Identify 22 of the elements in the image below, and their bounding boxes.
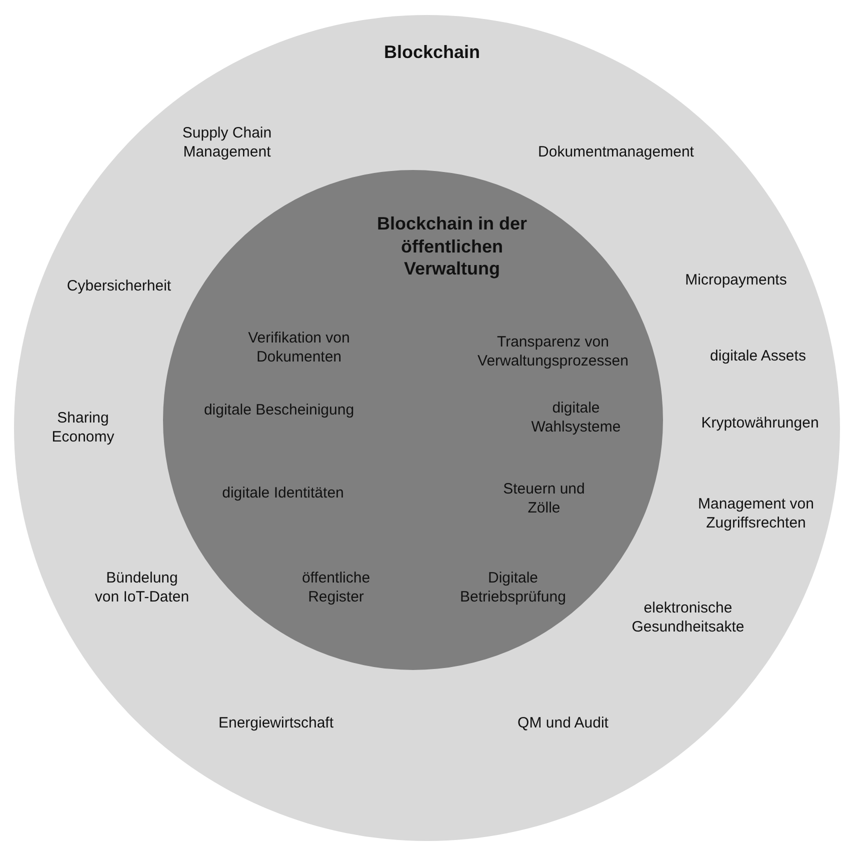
topic-label: Verifikation von Dokumenten	[247, 329, 351, 367]
topic-label: Dokumentmanagement	[538, 144, 694, 162]
topic-label: digitale Assets	[710, 348, 806, 366]
topic-label: Digitale Betriebsprüfung	[459, 569, 567, 607]
topic-label: digitale Bescheinigung	[204, 402, 354, 420]
topic-label: digitale Wahlsysteme	[530, 399, 622, 437]
topic-label: Steuern und Zölle	[502, 480, 586, 518]
topic-label: Kryptowährungen	[701, 414, 819, 434]
circle-title: Blockchain in der öffentlichen Verwaltung	[376, 212, 528, 280]
topic-label: Micropayments	[685, 272, 787, 290]
topic-label: Transparenz von Verwaltungsprozessen	[476, 333, 630, 371]
topic-label: Energiewirtschaft	[218, 714, 334, 734]
topic-label: Sharing Economy	[50, 409, 116, 447]
topic-label: Management von Zugriffsrechten	[697, 495, 815, 533]
circle-title: Blockchain	[384, 40, 480, 64]
topic-label: elektronische Gesundheitsakte	[630, 599, 746, 637]
topic-label: QM und Audit	[518, 714, 608, 734]
topic-label: digitale Identitäten	[222, 484, 344, 504]
topic-label: Cybersicherheit	[66, 278, 172, 296]
topic-label: Bündelung von IoT-Daten	[94, 569, 190, 607]
topic-label: öffentliche Register	[300, 569, 372, 607]
topic-label: Supply Chain Management	[181, 124, 273, 162]
